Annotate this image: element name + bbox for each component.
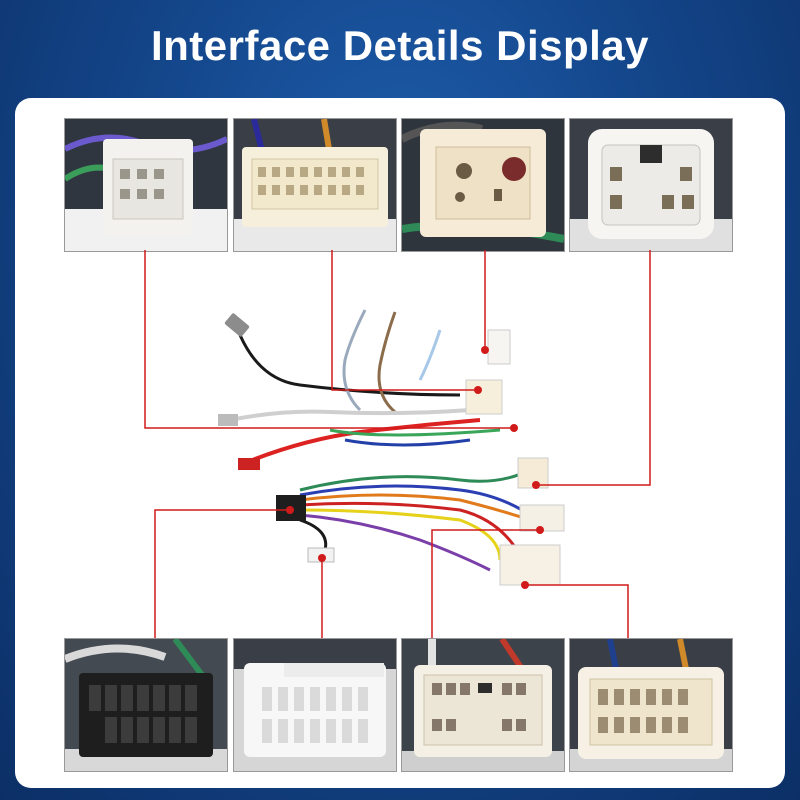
- connector-24pin-white-photo: [233, 638, 397, 772]
- connector-10pin-photo: [401, 638, 565, 772]
- connector-12pin-photo: [569, 638, 733, 772]
- connector-16pin-black-photo: [64, 638, 228, 772]
- connector-6pin-photo: [569, 118, 733, 252]
- connector-power-photo: [401, 118, 565, 252]
- connector-20pin-photo: [233, 118, 397, 252]
- page-title: Interface Details Display: [150, 22, 650, 69]
- connector-8pin-photo: [64, 118, 228, 252]
